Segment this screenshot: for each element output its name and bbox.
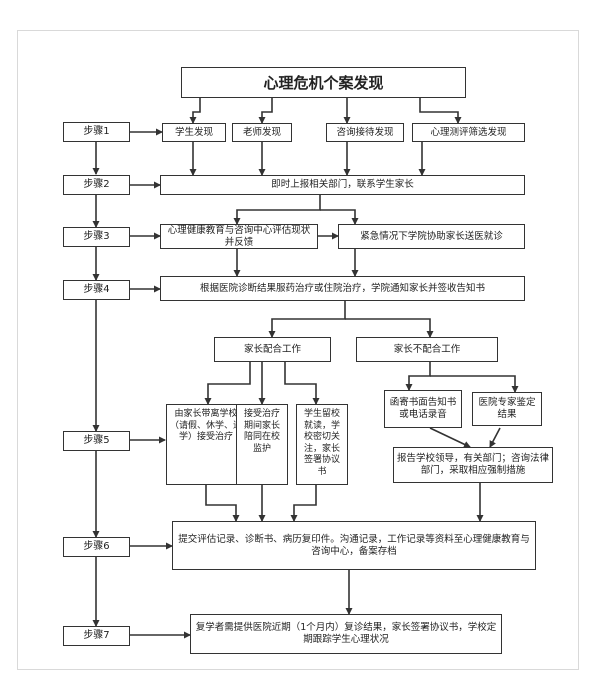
step2-report: 即时上报相关部门，联系学生家长 [160,175,525,195]
noncoop-expert-result: 医院专家鉴定结果 [472,392,542,426]
step3-emergency: 紧急情况下学院协助家长送医就诊 [338,224,525,249]
coop-option-stay-school: 学生留校就读，学校密切关注，家长签署协议书 [296,404,348,485]
step-7-label: 步骤7 [63,626,130,646]
step-5-label: 步骤5 [63,431,130,451]
step4-treatment: 根据医院诊断结果服药治疗或住院治疗，学院通知家长并签收告知书 [160,276,525,301]
discovery-assessment: 心理测评筛选发现 [412,123,525,142]
coop-option-accompany: 接受治疗期间家长陪同在校监护 [236,404,288,485]
parent-not-cooperate: 家长不配合工作 [356,337,498,362]
diagram-title: 心理危机个案发现 [181,67,466,98]
noncoop-notice-letter: 函寄书面告知书或电话录音 [384,390,462,428]
step-4-label: 步骤4 [63,280,130,300]
coop-option-leave-school: 由家长带离学校（请假、休学、退学）接受治疗 [166,404,246,485]
step6-archive: 提交评估记录、诊断书、病历复印件。沟通记录，工作记录等资料至心理健康教育与咨询中… [172,521,536,570]
discovery-student: 学生发现 [162,123,226,142]
step7-resume-school: 复学者需提供医院近期（1个月内）复诊结果，家长签署协议书，学校定期跟踪学生心理状… [190,614,502,654]
parent-cooperate: 家长配合工作 [214,337,331,362]
discovery-consultation: 咨询接待发现 [326,123,404,142]
step-2-label: 步骤2 [63,175,130,195]
step-6-label: 步骤6 [63,537,130,557]
step3-assessment: 心理健康教育与咨询中心评估现状并反馈 [160,224,318,249]
discovery-teacher: 老师发现 [232,123,292,142]
step-3-label: 步骤3 [63,227,130,247]
step-1-label: 步骤1 [63,122,130,142]
noncoop-report-leaders: 报告学校领导，有关部门；咨询法律部门，采取相应强制措施 [393,447,553,483]
